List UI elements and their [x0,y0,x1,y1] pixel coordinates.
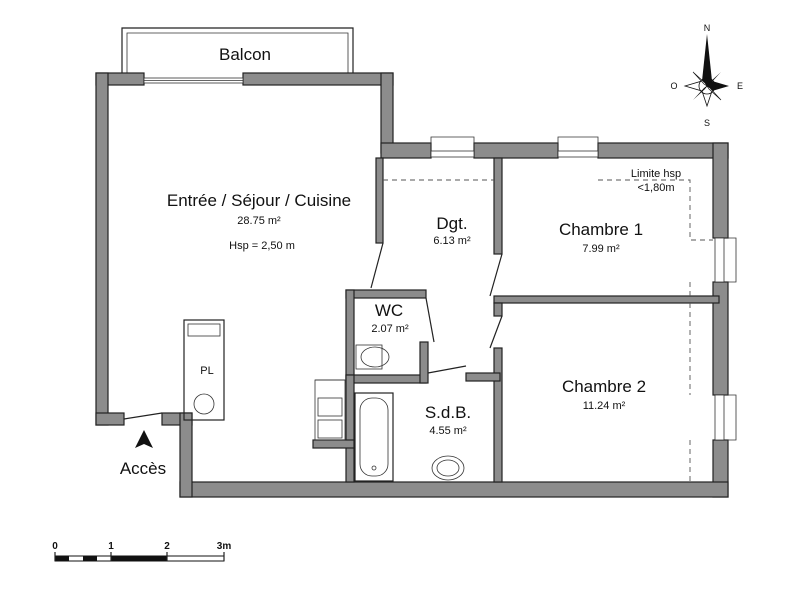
room-area-sejour: 28.75 m² [237,215,281,227]
kitchen-sink [314,379,346,441]
room-area-wc: 2.07 m² [371,323,409,335]
wc-toilet [355,344,390,370]
room-name-wc: WC [375,301,403,320]
windows [143,77,737,441]
compass-east-label: E [737,81,743,91]
room-area-chambre-2: 11.24 m² [583,400,626,412]
entrance-label: Accès [120,459,166,478]
scale-label-1: 1 [108,541,114,552]
bathtub [354,392,394,482]
limite-hsp-label-line1: Limite hsp [631,168,681,180]
room-area-chambre-1: 7.99 m² [582,243,620,255]
ceiling-height-note: Hsp = 2,50 m [229,240,295,252]
compass-west-label: O [670,81,677,91]
room-name-sejour: Entrée / Séjour / Cuisine [167,191,351,210]
interior-walls [312,157,720,483]
room-name-chambre-2: Chambre 2 [562,377,646,396]
room-name-dgt: Dgt. [436,214,467,233]
balcony-railing [121,27,354,73]
room-name-sdb: S.d.B. [425,403,471,422]
placard-pl [183,319,225,421]
exterior-walls [95,72,729,498]
room-name-balcon: Balcon [219,45,271,64]
scale-label-2: 2 [164,541,170,552]
limite-hsp-lines [383,179,713,482]
scale-bar [54,552,225,562]
placard-label: PL [200,365,213,377]
room-name-chambre-1: Chambre 1 [559,220,643,239]
compass-rose-icon [683,34,729,108]
scale-label-0: 0 [52,541,58,552]
room-area-sdb: 4.55 m² [429,425,467,437]
compass-south-label: S [704,118,710,128]
entrance-arrow-icon [135,430,153,448]
limite-hsp-label-line2: <1,80m [638,182,675,194]
doors [123,242,503,420]
compass-north-label: N [704,23,711,33]
bathroom-basin [431,455,465,481]
room-area-dgt: 6.13 m² [433,235,471,247]
scale-label-3: 3m [217,541,232,552]
